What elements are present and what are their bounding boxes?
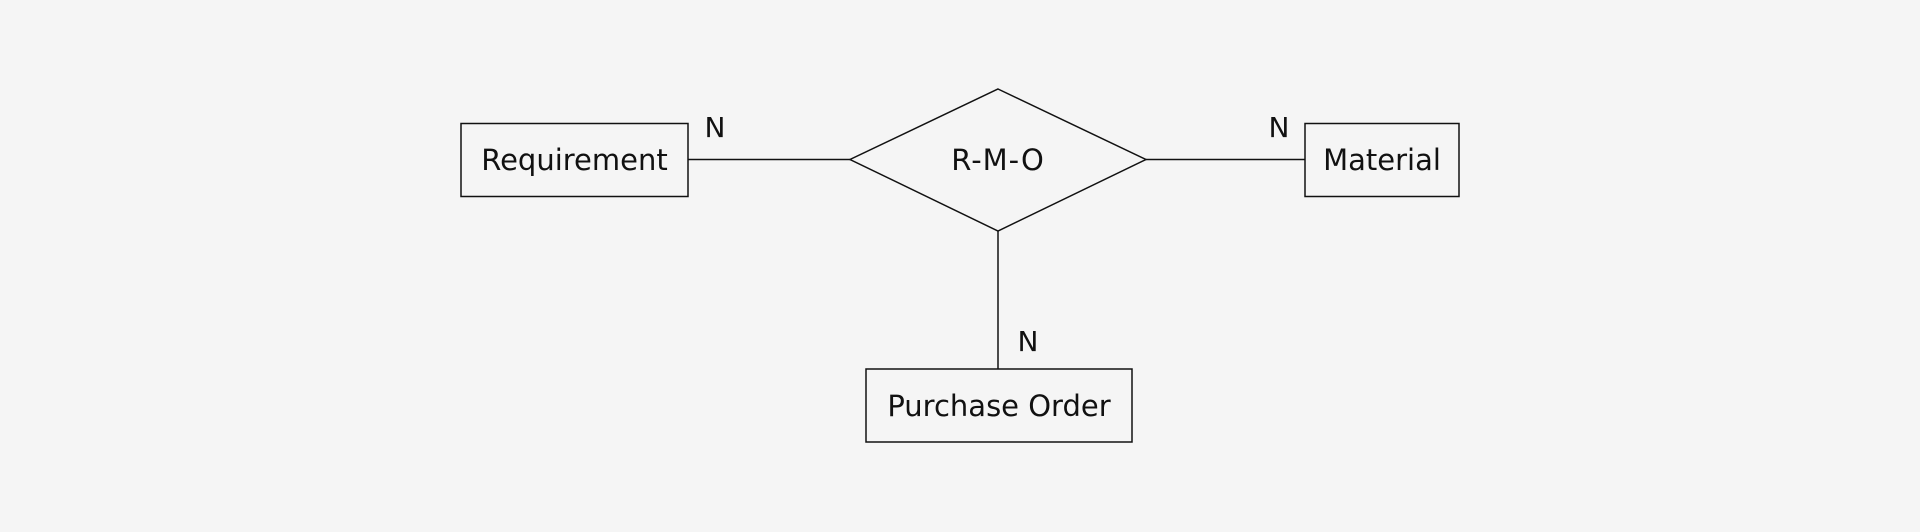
entity-purchase-order-label: Purchase Order: [887, 389, 1110, 423]
entity-material-label: Material: [1323, 143, 1441, 177]
relationship-rmo: R-M-O: [848, 88, 1148, 232]
cardinality-purchase-order: N: [1018, 325, 1039, 358]
entity-requirement: Requirement: [460, 122, 689, 198]
entity-material-box: [1304, 122, 1460, 198]
entity-purchase-order: Purchase Order: [865, 368, 1133, 443]
connector-lines: [688, 158, 1305, 369]
cardinality-labels: N N N: [705, 111, 1290, 358]
cardinality-requirement: N: [705, 111, 726, 144]
cardinality-material: N: [1269, 111, 1290, 144]
entity-requirement-box: [460, 122, 689, 198]
entity-requirement-label: Requirement: [481, 143, 668, 177]
relationship-label: R-M-O: [951, 143, 1045, 177]
entity-material: Material: [1304, 122, 1460, 198]
relationship-diamond: [848, 88, 1148, 232]
entity-purchase-order-box: [865, 368, 1133, 443]
